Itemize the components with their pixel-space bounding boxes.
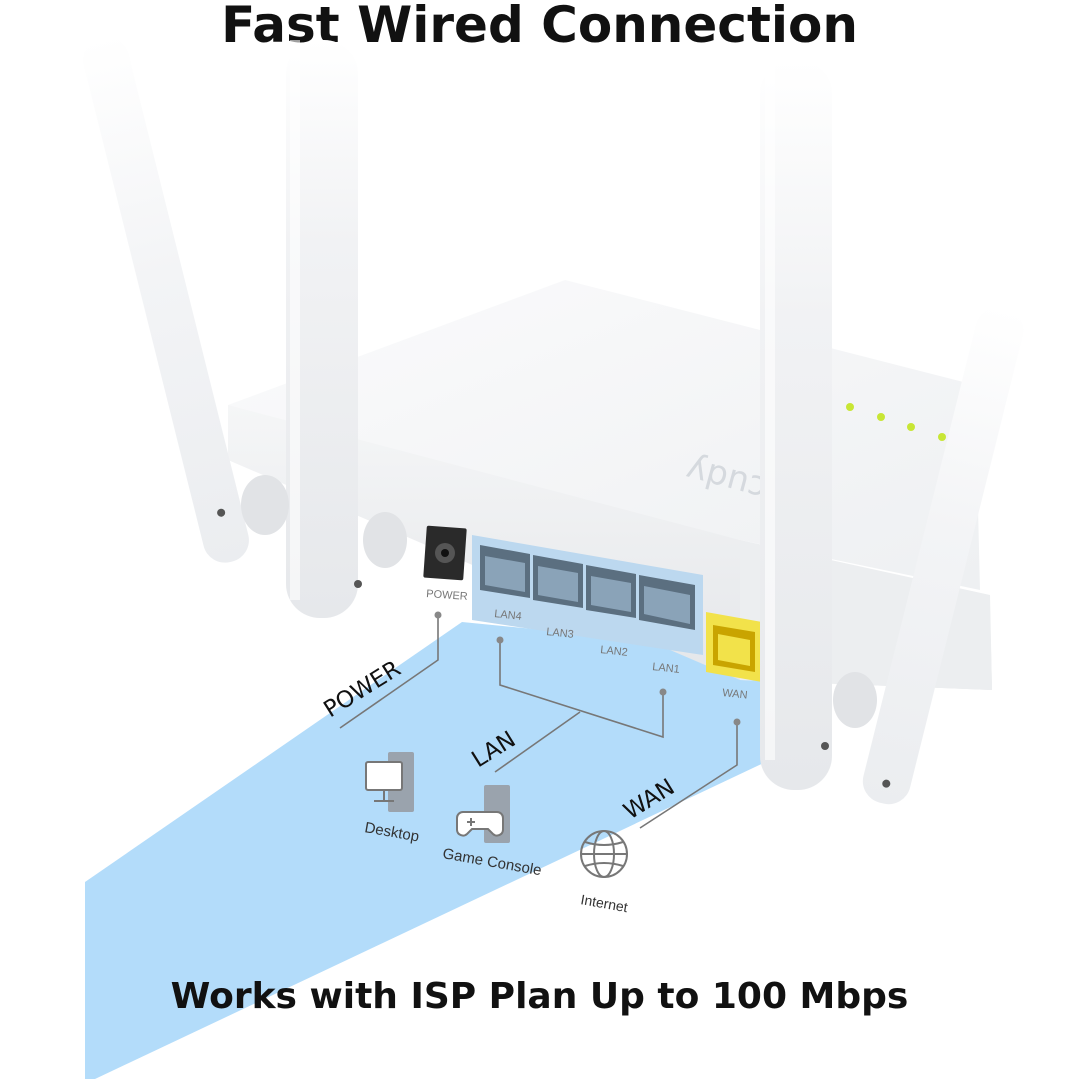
connector-dots (434, 611, 741, 726)
internet-label: Internet (579, 891, 629, 915)
game-console-icon (456, 785, 510, 843)
port-panel (423, 525, 762, 682)
antenna-hinge (241, 475, 289, 535)
lan3-port-label: LAN3 (546, 626, 575, 641)
wan-port-label: WAN (722, 687, 748, 702)
globe-icon (580, 830, 628, 878)
lan-leader-line (494, 711, 581, 773)
lan2-port-label: LAN2 (600, 644, 629, 659)
antenna-front-right (760, 60, 832, 790)
lan2-port (586, 565, 636, 618)
lan4-port-label: LAN4 (494, 608, 523, 623)
status-led (846, 403, 854, 411)
antenna-front-left (286, 40, 362, 618)
wan-port (706, 612, 762, 682)
lan1-port-label: LAN1 (652, 661, 681, 676)
status-led (907, 423, 915, 431)
antenna-hinge (833, 672, 877, 728)
status-led (877, 413, 885, 421)
page-subtitle: Works with ISP Plan Up to 100 Mbps (170, 976, 909, 1017)
desktop-icon (365, 752, 414, 812)
lan4-port (480, 545, 530, 598)
lan3-port (533, 555, 583, 608)
power-leader-line (339, 615, 439, 729)
connector-lines (339, 615, 738, 829)
lan1-port (639, 575, 695, 630)
wan-leader-line (639, 722, 738, 829)
lan-bracket-line (499, 640, 664, 739)
status-led (938, 433, 946, 441)
power-port-label: POWER (426, 588, 468, 603)
antenna-back-left (83, 36, 249, 563)
antenna-hinge (363, 512, 407, 568)
connection-beam (85, 622, 770, 1079)
antenna-back-right (862, 307, 1024, 805)
